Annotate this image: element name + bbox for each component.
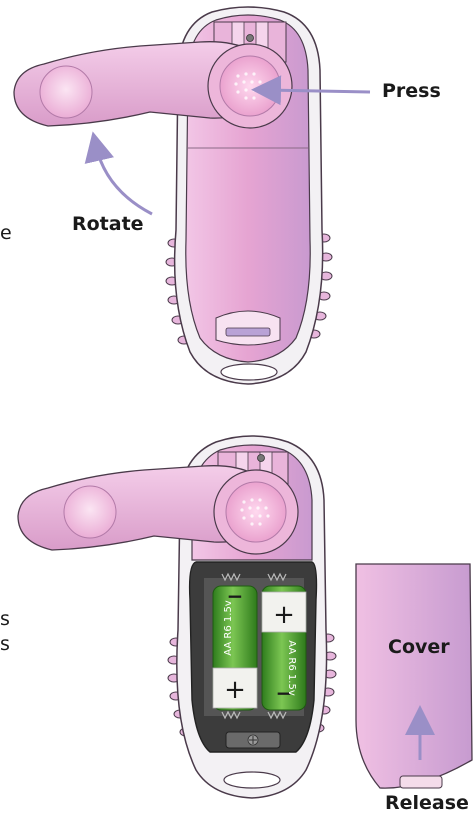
battery-plus-label: + (273, 600, 295, 630)
rotate-arrow (96, 146, 152, 214)
battery-spec-label: AA R6 1.5v (286, 640, 297, 696)
finger-hole (221, 364, 277, 380)
battery-left: − + AA R6 1.5v (213, 584, 257, 710)
bottom-device: − + AA R6 1.5v + − AA R6 1.5v (18, 436, 336, 798)
release-latch (226, 328, 270, 336)
edge-text-fragment: s (0, 633, 10, 655)
press-button-pad (226, 482, 286, 542)
finger-hole (224, 772, 280, 788)
press-label: Press (382, 80, 441, 102)
hinge-screw-icon (258, 455, 265, 462)
battery-plus-label: + (224, 675, 246, 705)
battery-spec-label: AA R6 1.5v (223, 600, 234, 656)
edge-text-fragment: s (0, 608, 10, 630)
edge-text-fragment: e (0, 222, 12, 244)
lever-knob (40, 66, 92, 118)
cover-tab (400, 776, 442, 788)
press-button-pad (220, 56, 280, 116)
cover-label: Cover (388, 636, 450, 658)
battery-cover (356, 564, 472, 788)
rotate-label: Rotate (72, 213, 144, 235)
press-arrow (266, 90, 370, 92)
release-label: Release (385, 792, 469, 814)
top-device (14, 7, 370, 384)
hinge-screw-icon (247, 35, 254, 42)
lever-knob (64, 486, 116, 538)
battery-right: + − AA R6 1.5v (262, 586, 306, 710)
